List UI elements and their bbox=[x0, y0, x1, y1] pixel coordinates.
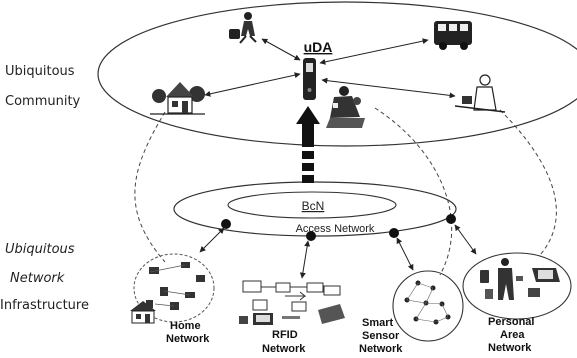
node-dot-home bbox=[221, 219, 231, 229]
arrow-to-bus bbox=[320, 40, 428, 63]
uda-label: uDA bbox=[304, 39, 333, 55]
arrow-to-traveler bbox=[262, 39, 300, 60]
arrow-to-house bbox=[205, 74, 300, 95]
rfid-network-cluster bbox=[239, 281, 345, 325]
traveler-icon bbox=[229, 12, 256, 43]
arrow-rfid-network bbox=[302, 241, 308, 278]
medic-icon bbox=[326, 86, 365, 128]
home-network-cluster bbox=[130, 254, 214, 323]
pan-network-label-3: Network bbox=[488, 342, 532, 354]
home-network-label-1: Home bbox=[170, 320, 201, 332]
mobile-phone-icon bbox=[303, 58, 316, 100]
arrow-home-network bbox=[200, 228, 224, 252]
office-worker-icon bbox=[455, 75, 505, 112]
rfid-network-label-2: Network bbox=[262, 343, 306, 355]
pan-network-cluster bbox=[463, 253, 571, 319]
home-network-label-2: Network bbox=[166, 333, 210, 345]
house-icon bbox=[150, 82, 205, 114]
arrow-pan-network bbox=[455, 225, 476, 254]
dashed-link-home bbox=[135, 112, 165, 262]
rfid-network-label-1: RFID bbox=[272, 329, 298, 341]
dashed-link-pan bbox=[500, 110, 556, 255]
sensor-network-cluster bbox=[393, 271, 463, 341]
node-dot-rfid bbox=[306, 231, 316, 241]
dashed-link-sensor bbox=[375, 108, 452, 275]
sensor-network-label-2: Sensor bbox=[362, 330, 400, 342]
node-dot-pan bbox=[446, 214, 456, 224]
arrow-sensor-network bbox=[397, 238, 413, 270]
bus-icon bbox=[434, 21, 472, 50]
pan-network-label-2: Area bbox=[500, 329, 525, 341]
sensor-network-label-1: Smart bbox=[362, 317, 394, 329]
pan-network-label-1: Personal bbox=[488, 316, 534, 328]
sensor-network-label-3: Network bbox=[359, 343, 403, 355]
node-dot-sensor bbox=[389, 228, 399, 238]
bcn-label: BcN bbox=[302, 199, 325, 213]
